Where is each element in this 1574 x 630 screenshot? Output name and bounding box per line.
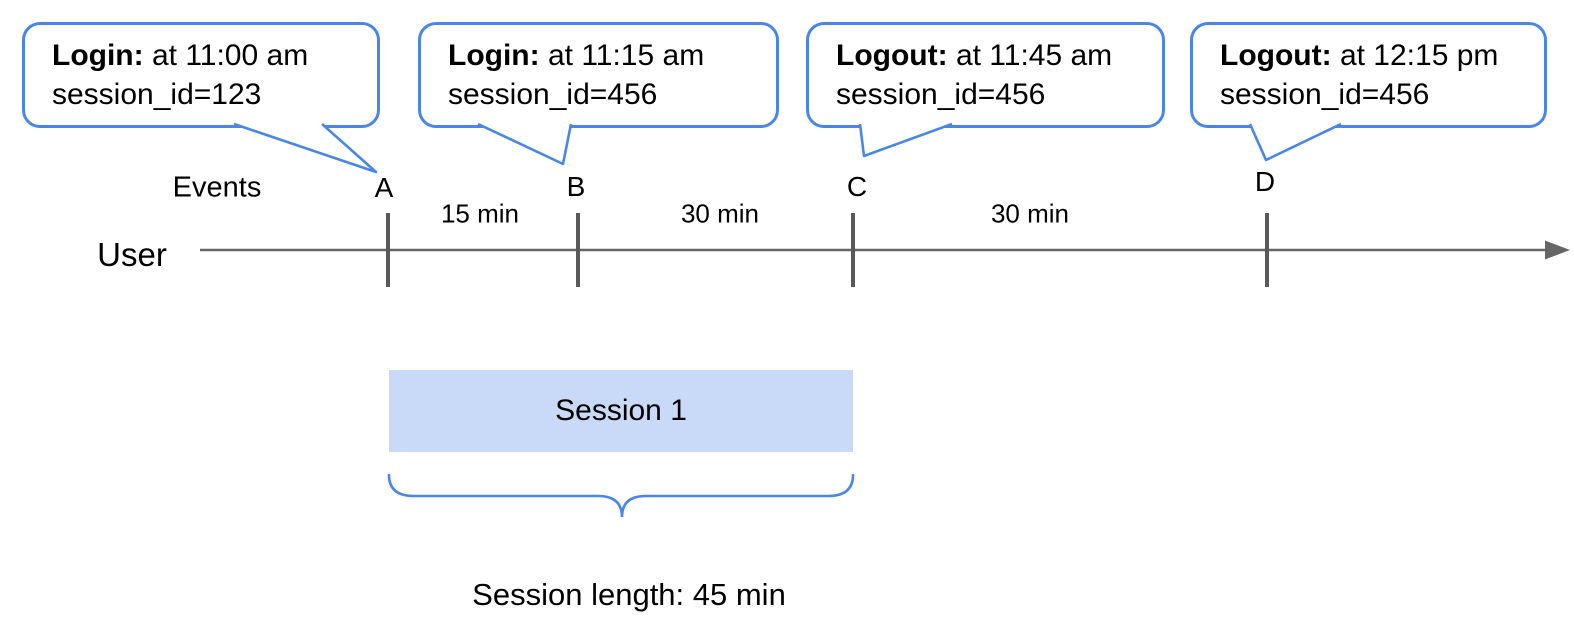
session-length-caption: Session length: 45 min (472, 577, 786, 612)
callout-tail-b (477, 122, 573, 166)
callout-tail-d (1248, 122, 1342, 162)
session-id-text: session_id=456 (1220, 78, 1430, 111)
callout-event-line: Login: at 11:15 am (421, 36, 776, 75)
callout-event-line: Logout: at 12:15 pm (1193, 36, 1544, 75)
session-id-text: session_id=456 (836, 78, 1046, 111)
event-time-text: at 11:00 am (143, 39, 309, 72)
callout-bubble-c: Logout: at 11:45 am session_id=456 (806, 22, 1165, 128)
interval-label-b-c: 30 min (680, 198, 760, 229)
timeline-arrowhead-icon (1545, 240, 1570, 260)
session-span-box: Session 1 (389, 370, 853, 452)
session-length-brace (387, 473, 855, 518)
callout-bubble-d: Logout: at 12:15 pm session_id=456 (1190, 22, 1547, 128)
event-type-label: Login: (52, 39, 144, 72)
event-time-text: at 12:15 pm (1331, 39, 1499, 72)
interval-label-c-d: 30 min (990, 198, 1070, 229)
session-id-text: session_id=456 (448, 78, 658, 111)
user-axis-label: User (97, 236, 167, 273)
callout-event-line: Login: at 11:00 am (25, 36, 377, 75)
event-type-label: Logout: (1220, 39, 1332, 72)
callout-tail-a (233, 122, 378, 174)
event-type-label: Logout: (836, 39, 948, 72)
event-time-text: at 11:15 am (539, 39, 705, 72)
callout-event-line: Logout: at 11:45 am (809, 36, 1162, 75)
callout-bubble-b: Login: at 11:15 am session_id=456 (418, 22, 779, 128)
interval-label-a-b: 15 min (440, 198, 520, 229)
event-marker-b: B (566, 171, 586, 202)
events-row-label: Events (172, 171, 262, 204)
callout-tail-c (858, 122, 953, 158)
event-time-text: at 11:45 am (947, 39, 1113, 72)
event-marker-c: C (846, 171, 868, 202)
callout-bubble-a: Login: at 11:00 am session_id=123 (22, 22, 380, 128)
event-type-label: Login: (448, 39, 540, 72)
session-box-label: Session 1 (555, 394, 687, 427)
event-marker-a: A (374, 172, 394, 203)
session-id-text: session_id=123 (52, 78, 262, 111)
event-marker-d: D (1254, 166, 1276, 197)
